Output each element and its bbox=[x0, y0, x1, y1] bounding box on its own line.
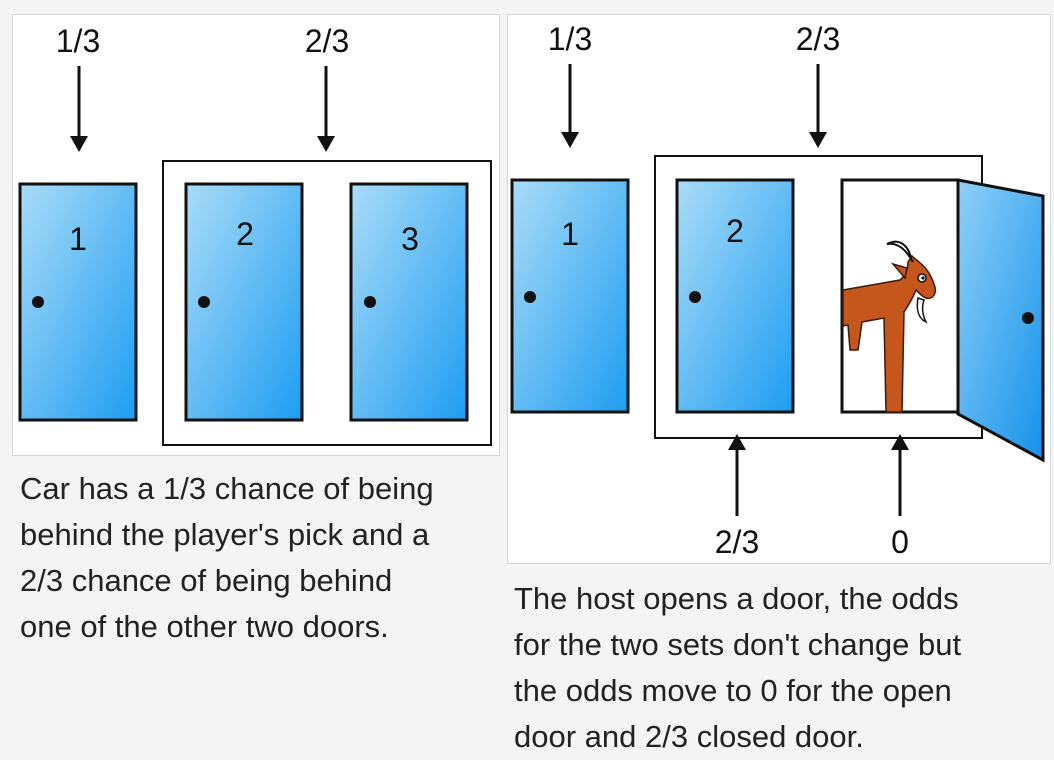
left-caption: Car has a 1/3 chance of being behind the… bbox=[20, 466, 490, 650]
doorknob-icon bbox=[689, 291, 701, 303]
caption-line: the odds move to 0 for the open bbox=[514, 673, 952, 708]
door-number: 2 bbox=[726, 213, 744, 249]
right-door-1: 1 bbox=[510, 178, 630, 414]
left-door-3: 3 bbox=[349, 182, 469, 422]
door-number: 3 bbox=[401, 221, 419, 257]
doorknob-icon bbox=[32, 296, 44, 308]
door-number: 1 bbox=[69, 221, 87, 257]
arrow-down-icon bbox=[317, 66, 335, 152]
caption-line: behind the player's pick and a bbox=[20, 517, 430, 552]
caption-line: for the two sets don't change but bbox=[514, 627, 962, 662]
left-prob-group: 2/3 bbox=[305, 23, 349, 59]
caption-line: 2/3 chance of being behind bbox=[20, 563, 393, 598]
doorknob-icon bbox=[524, 291, 536, 303]
open-door bbox=[956, 178, 1045, 463]
caption-line: Car has a 1/3 chance of being bbox=[20, 471, 434, 506]
caption-line: The host opens a door, the odds bbox=[514, 581, 959, 616]
right-prob-door2: 2/3 bbox=[715, 524, 759, 560]
right-caption: The host opens a door, the odds for the … bbox=[514, 576, 1034, 760]
left-door-1: 1 bbox=[18, 182, 138, 422]
goat-icon bbox=[842, 240, 937, 413]
left-door-2: 2 bbox=[184, 182, 304, 422]
left-group-box bbox=[162, 160, 492, 446]
right-prob-group: 2/3 bbox=[796, 21, 840, 57]
door-number: 1 bbox=[561, 216, 579, 252]
arrow-up-icon bbox=[728, 434, 746, 516]
doorknob-icon bbox=[198, 296, 210, 308]
arrow-down-icon bbox=[70, 66, 88, 152]
right-door-2: 2 bbox=[675, 178, 795, 414]
doorknob-icon bbox=[1022, 312, 1034, 324]
open-doorway bbox=[840, 178, 960, 414]
left-prob-door1: 1/3 bbox=[56, 23, 100, 59]
right-prob-open-door: 0 bbox=[891, 524, 909, 560]
doorknob-icon bbox=[364, 296, 376, 308]
caption-line: one of the other two doors. bbox=[20, 609, 389, 644]
right-prob-door1: 1/3 bbox=[548, 21, 592, 57]
arrow-up-icon bbox=[891, 434, 909, 516]
caption-line: door and 2/3 closed door. bbox=[514, 719, 864, 754]
arrow-down-icon bbox=[809, 64, 827, 148]
arrow-down-icon bbox=[561, 64, 579, 148]
door-number: 2 bbox=[236, 216, 254, 252]
